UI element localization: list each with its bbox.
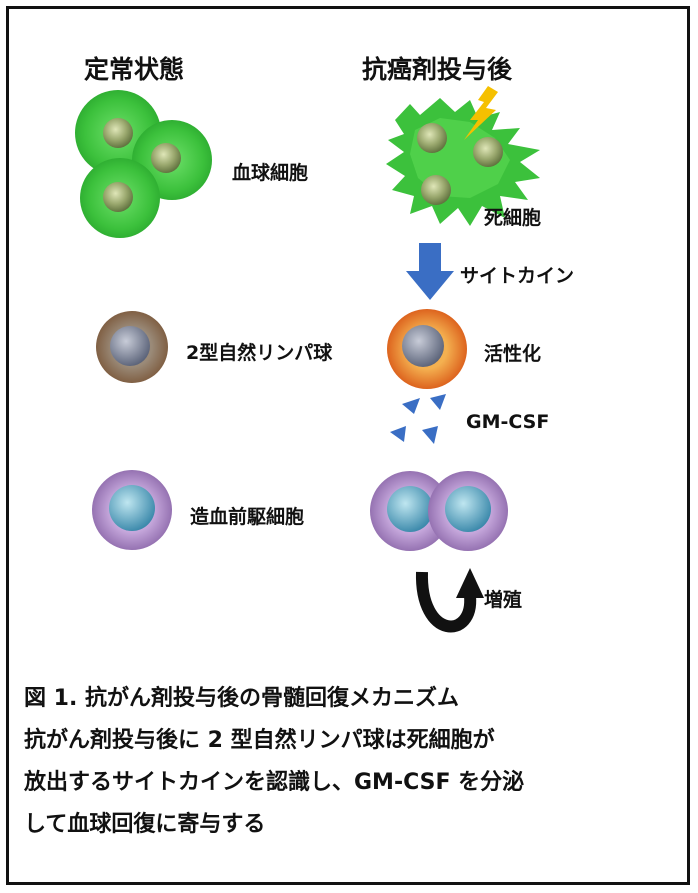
gmcsf-molecules xyxy=(390,394,446,444)
dead-cells-label: 死細胞 xyxy=(484,207,542,229)
ilc2-label: 2型自然リンパ球 xyxy=(186,342,333,364)
figure-caption: 図 1. 抗がん剤投与後の骨髄回復メカニズム 抗がん剤投与後に 2 型自然リンパ… xyxy=(24,678,674,846)
blood-cells-label: 血球細胞 xyxy=(232,162,309,184)
lightning-icon xyxy=(464,86,498,140)
post-chemo-header: 抗癌剤投与後 xyxy=(362,55,513,84)
cytokine-label: サイトカイン xyxy=(460,265,575,287)
down-arrow-icon xyxy=(406,243,454,300)
proliferating-progenitors xyxy=(370,471,508,551)
activated-ilc2-cell xyxy=(387,309,467,389)
figure-frame xyxy=(6,6,690,885)
caption-title: 図 1. 抗がん剤投与後の骨髄回復メカニズム xyxy=(24,686,459,711)
dead-cells xyxy=(386,98,540,226)
caption-line-3: して血球回復に寄与する xyxy=(24,812,266,837)
progenitor-cell xyxy=(92,470,172,550)
caption-line-2: 放出するサイトカインを認識し、GM-CSF を分泌 xyxy=(24,770,525,795)
progenitor-label: 造血前駆細胞 xyxy=(190,506,305,528)
proliferation-label: 増殖 xyxy=(484,589,523,611)
steady-state-header: 定常状態 xyxy=(84,55,185,84)
caption-line-1: 抗がん剤投与後に 2 型自然リンパ球は死細胞が xyxy=(24,728,495,753)
steady-blood-cells xyxy=(75,90,212,238)
activation-label: 活性化 xyxy=(484,343,542,365)
ilc2-cell xyxy=(96,311,168,383)
gmcsf-label: GM-CSF xyxy=(466,411,550,433)
proliferation-arrow-icon xyxy=(415,568,484,633)
